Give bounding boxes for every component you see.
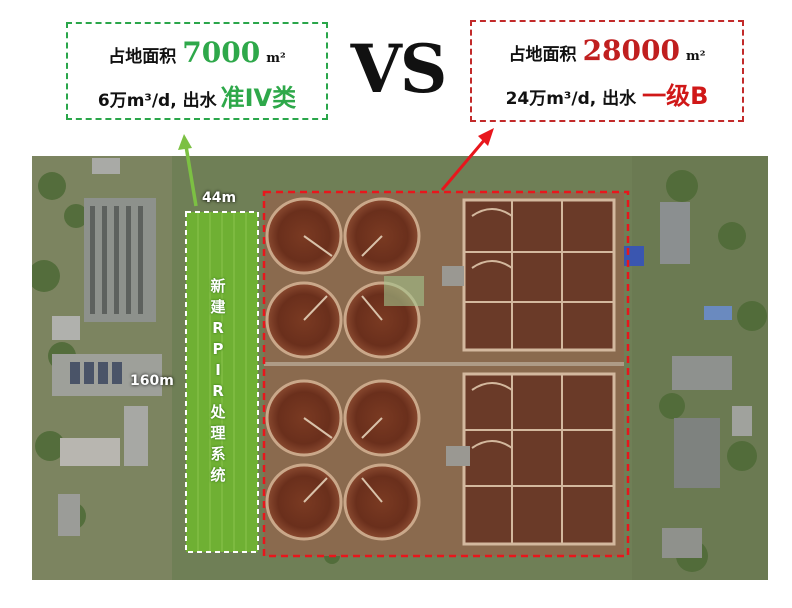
- rpir-area-value: 7000: [182, 36, 261, 69]
- existing-area-unit: m²: [685, 49, 706, 64]
- rpir-label-char: 新: [210, 277, 226, 295]
- rpir-label-char: P: [212, 340, 224, 358]
- rpir-system-label: 新 建 R P I R 处 理 系 统: [200, 276, 236, 486]
- rpir-boundary: [185, 211, 259, 553]
- aerial-view: [32, 156, 768, 580]
- rpir-label-char: 系: [210, 445, 226, 463]
- rpir-length-label: 160m: [130, 373, 174, 389]
- aeration-basins: [442, 198, 616, 546]
- rpir-label-char: R: [212, 319, 224, 337]
- rpir-label-char: I: [215, 361, 221, 379]
- rpir-capacity-row: 6万m³/d, 出水准IV类: [68, 78, 326, 113]
- vs-text: VS: [350, 30, 448, 108]
- existing-area-value: 28000: [582, 34, 680, 67]
- rpir-label-char: 理: [210, 424, 226, 442]
- rpir-label-char: R: [212, 382, 224, 400]
- existing-plant-boundary: [262, 190, 630, 558]
- rpir-width-label: 44m: [202, 190, 237, 206]
- existing-capacity-row: 24万m³/d, 出水一级B: [472, 76, 742, 111]
- rpir-label-char: 建: [210, 298, 226, 316]
- right-buildings: [624, 202, 752, 558]
- left-buildings: [52, 158, 162, 536]
- rpir-label-char: 统: [210, 466, 226, 484]
- rpir-label-char: 处: [210, 403, 226, 421]
- existing-effluent-grade: 一级B: [642, 82, 709, 110]
- aerial-map-illustration: [32, 156, 768, 580]
- rpir-area-unit: m²: [266, 51, 286, 66]
- clarifier-tanks: [265, 197, 424, 541]
- existing-capacity: 24万m³/d, 出水: [505, 89, 637, 109]
- rpir-capacity: 6万m³/d, 出水: [97, 91, 217, 111]
- existing-area-label: 占地面积: [508, 45, 577, 65]
- rpir-area-label: 占地面积: [108, 47, 177, 67]
- rpir-effluent-grade: 准IV类: [220, 84, 297, 112]
